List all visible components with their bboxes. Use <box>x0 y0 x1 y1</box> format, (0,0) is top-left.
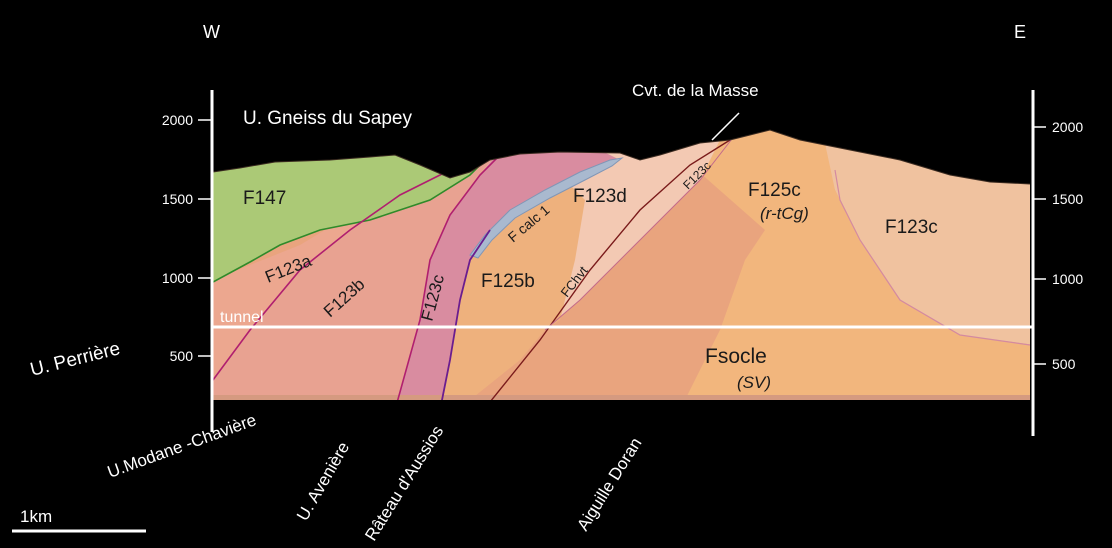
masse-pointer-line <box>711 112 740 141</box>
label-rateau-daussios: Râteau d'Aussios <box>361 422 447 544</box>
topographic-profile <box>212 129 1031 185</box>
right-tick-label-1000: 1000 <box>1052 271 1083 287</box>
left-elevation-axis: 2000 1500 1000 500 <box>162 90 214 432</box>
left-tick-label-500: 500 <box>170 348 194 364</box>
fault-fchvt <box>489 139 731 400</box>
right-elevation-axis: 2000 1500 1000 500 <box>1031 90 1083 436</box>
area-f123a <box>213 150 500 380</box>
area-f123c-band <box>395 150 620 400</box>
label-f147: F147 <box>243 188 286 209</box>
right-tick-label-2000: 2000 <box>1052 119 1083 135</box>
contact-f123d-right <box>544 134 736 331</box>
label-f123d: F123d <box>573 186 627 207</box>
label-cvt-de-la-masse: Cvt. de la Masse <box>632 81 759 100</box>
label-fsocle: Fsocle <box>705 345 767 368</box>
right-tick-label-1500: 1500 <box>1052 191 1083 207</box>
area-f125c <box>640 130 1030 400</box>
left-tick-label-1000: 1000 <box>162 270 193 286</box>
contact-f123c-right <box>834 169 1030 346</box>
area-bottom-strip <box>213 395 1030 400</box>
contact-f123c-f125b <box>439 229 491 400</box>
west-label: W <box>203 22 220 42</box>
label-tunnel: tunnel <box>220 309 264 326</box>
label-u-perriere: U. Perrière <box>28 338 122 381</box>
right-tick-label-500: 500 <box>1052 356 1076 372</box>
area-f123b <box>213 150 500 400</box>
label-f125c: F125c <box>748 180 801 201</box>
label-f125b: F125b <box>481 271 535 292</box>
label-u-modane-chaviere: U.Modane -Chavière <box>105 410 259 482</box>
label-fsocle-sub: (SV) <box>737 373 771 392</box>
label-aiguille-doran: Aiguille Doran <box>573 434 645 534</box>
contact-f147-f123a <box>213 164 481 283</box>
label-f125c-sub: (r-tCg) <box>760 204 809 223</box>
left-tick-label-1500: 1500 <box>162 191 193 207</box>
scale-bar: 1km <box>12 507 146 533</box>
scale-bar-label: 1km <box>20 507 52 526</box>
left-tick-label-2000: 2000 <box>162 112 193 128</box>
contact-f123b-f123c <box>394 149 506 400</box>
label-f123c-right: F123c <box>885 217 938 238</box>
label-u-aveniere: U. Avenière <box>293 439 353 524</box>
area-f-calc-1 <box>469 157 624 259</box>
label-gneiss-du-sapey: U. Gneiss du Sapey <box>243 108 412 129</box>
east-label: E <box>1014 22 1026 42</box>
